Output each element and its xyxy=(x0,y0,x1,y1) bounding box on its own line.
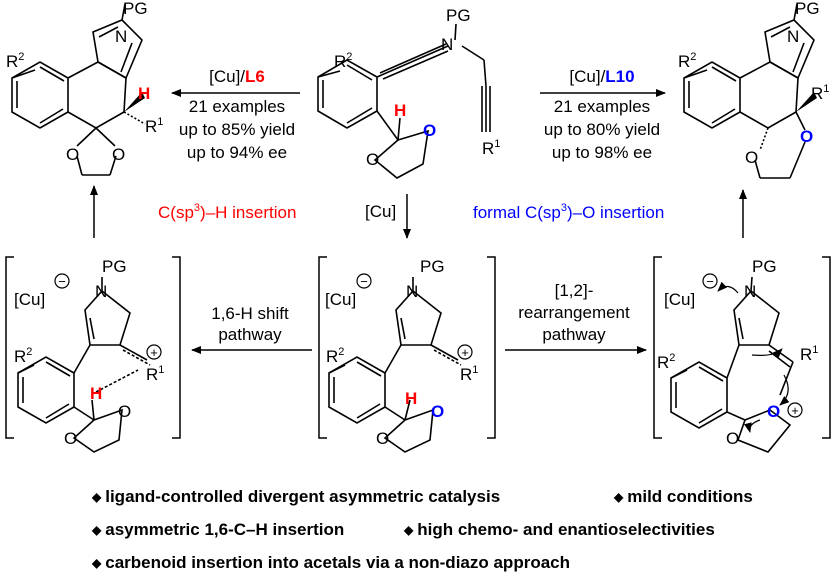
h-shift-pathway-label: pathway xyxy=(218,325,282,344)
pg-label-start: PG xyxy=(446,6,471,25)
r1-label-right: R1 xyxy=(811,83,829,103)
n-atom-left: N xyxy=(115,27,127,46)
minus-sign-left: − xyxy=(58,274,66,289)
examples-right: 21 examples xyxy=(554,97,650,116)
o-atom-blue-right: O xyxy=(800,127,813,146)
bullet-item: ◆mild conditions xyxy=(614,487,753,506)
yield-right: up to 80% yield xyxy=(544,120,660,139)
h-shift-label: 1,6-H shift xyxy=(211,304,289,323)
starting-material xyxy=(317,23,491,179)
intermediate-center xyxy=(328,277,462,453)
n-atom-start: N xyxy=(441,35,453,54)
brackets xyxy=(5,256,831,439)
diamond-icon: ◆ xyxy=(404,523,414,537)
h-atom-left-int: H xyxy=(90,384,102,403)
o-atom-blue-center: O xyxy=(431,402,444,421)
minus-charge-right xyxy=(702,273,718,289)
o-atom-start: O xyxy=(366,150,379,169)
wedge-bond-left xyxy=(124,92,145,112)
diamond-icon: ◆ xyxy=(92,556,102,570)
o-atom-center: O xyxy=(376,429,389,448)
plus-sign-right: + xyxy=(791,403,799,418)
o-atom-left-2: O xyxy=(112,145,125,164)
ee-left: up to 94% ee xyxy=(187,143,287,162)
diamond-icon: ◆ xyxy=(92,523,102,537)
o-atom-right: O xyxy=(745,148,758,167)
catalyst-left: [Cu]/L6 xyxy=(209,67,265,86)
bullet-item: ◆ligand-controlled divergent asymmetric … xyxy=(92,487,501,506)
bullet-item: ◆asymmetric 1,6-C–H insertion xyxy=(92,520,345,539)
r1-label-start: R1 xyxy=(482,138,500,158)
r2-label-right: R2 xyxy=(678,51,696,71)
bullet-item: ◆carbenoid insertion into acetals via a … xyxy=(92,553,570,572)
r2-label-start: R2 xyxy=(334,51,352,71)
h-atom-left: H xyxy=(138,84,150,103)
minus-sign-right: − xyxy=(706,274,714,289)
h-atom-center: H xyxy=(405,389,417,408)
n-atom-right: N xyxy=(787,27,799,46)
bullet-item: ◆high chemo- and enantioselectivities xyxy=(404,520,715,539)
n-atom-left-int: N xyxy=(95,282,107,301)
r2-label-center: R2 xyxy=(326,346,344,366)
plus-sign-center: + xyxy=(461,345,469,360)
pg-label-left-int: PG xyxy=(102,257,127,276)
cu-atom-right: [Cu] xyxy=(664,290,695,309)
minus-charge-center xyxy=(356,273,372,289)
plus-charge-center xyxy=(457,344,473,360)
pg-label-right: PG xyxy=(795,0,820,18)
diamond-icon: ◆ xyxy=(92,490,102,504)
curly-arrow-2 xyxy=(751,348,783,359)
ee-right: up to 98% ee xyxy=(552,143,652,162)
r2-label-left: R2 xyxy=(6,51,24,71)
yield-left: up to 85% yield xyxy=(179,120,295,139)
r1-label-center: R1 xyxy=(460,364,478,384)
cu-atom-left: [Cu] xyxy=(14,290,45,309)
r2-label-right-int: R2 xyxy=(657,352,675,372)
co-insertion-label: formal C(sp3)–O insertion xyxy=(473,202,664,222)
rearrangement-pathway-label: pathway xyxy=(542,325,606,344)
n-atom-center: N xyxy=(406,282,418,301)
curly-arrow-3 xyxy=(779,374,790,406)
intermediate-right xyxy=(670,276,794,453)
o-atom-blue-start: O xyxy=(423,121,436,140)
plus-charge-left xyxy=(146,344,162,360)
intermediate-left xyxy=(17,277,151,453)
pg-label-center: PG xyxy=(420,257,445,276)
h-atom-start: H xyxy=(394,101,406,120)
o-atom-blue-right-int: O xyxy=(767,402,780,421)
cu-atom-center: [Cu] xyxy=(325,290,356,309)
examples-left: 21 examples xyxy=(189,97,285,116)
curly-arrow-4 xyxy=(743,419,761,433)
pg-label-right-int: PG xyxy=(752,257,777,276)
rearrangement-12-label: [1,2]- xyxy=(555,281,594,300)
plus-charge-right xyxy=(787,402,803,418)
r1-label-right-int: R1 xyxy=(800,344,818,364)
o-atom-left-1: O xyxy=(66,145,79,164)
cu-condition-label: [Cu] xyxy=(365,202,396,221)
product-right xyxy=(683,3,815,179)
minus-sign-center: − xyxy=(360,274,368,289)
o-atom-left-int-2: O xyxy=(64,429,77,448)
wedge-bond-right xyxy=(796,92,817,112)
plus-sign-left: + xyxy=(150,345,158,360)
n-atom-right-int: N xyxy=(744,282,756,301)
minus-charge-left xyxy=(54,273,70,289)
r1-label-left: R1 xyxy=(145,116,163,136)
o-atom-left-int-1: O xyxy=(118,402,131,421)
pg-label-left: PG xyxy=(123,0,148,18)
rearrangement-label: rearrangement xyxy=(518,303,630,322)
ch-insertion-label: C(sp3)–H insertion xyxy=(158,202,296,222)
r1-label-left-int: R1 xyxy=(146,364,164,384)
curly-arrow-1 xyxy=(717,281,739,294)
diamond-icon: ◆ xyxy=(614,490,624,504)
reaction-scheme: N PG R2 R1 H O O N PG R2 H R1 O O xyxy=(5,0,831,453)
catalyst-right: [Cu]/L10 xyxy=(569,67,634,86)
product-left xyxy=(11,3,146,176)
r2-label-left-int: R2 xyxy=(14,346,32,366)
o-atom-right-int: O xyxy=(726,429,739,448)
